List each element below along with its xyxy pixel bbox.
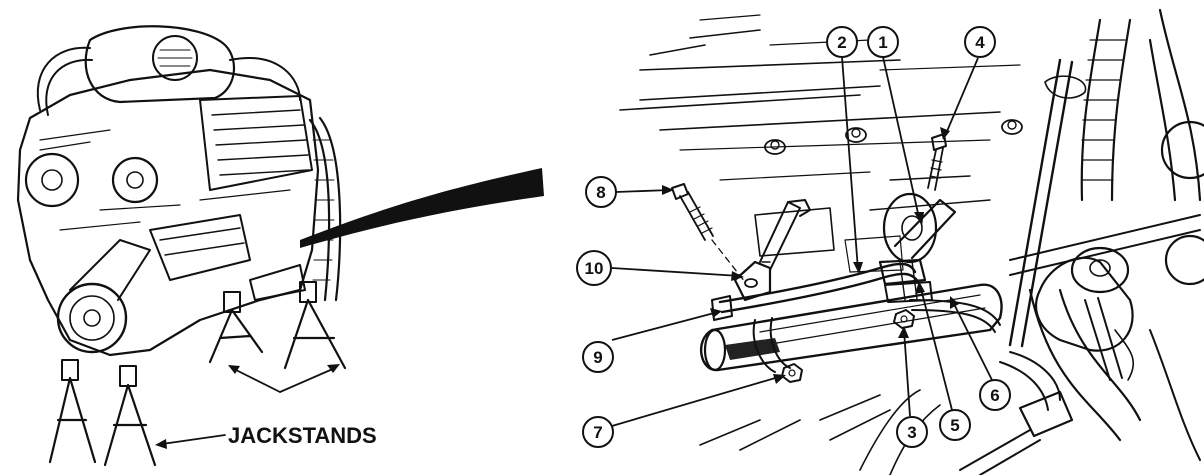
- detail-pointer-wedge: [300, 168, 544, 248]
- callout-3-label: 3: [907, 423, 916, 442]
- clamp-item-1: [882, 192, 957, 264]
- panel-bolt-3: [1001, 119, 1023, 135]
- callout-2-label: 2: [837, 33, 846, 52]
- engine-overview: JACKSTANDS: [16, 25, 377, 467]
- callout-8: 8: [585, 176, 617, 208]
- callout-1: 1: [867, 26, 899, 58]
- callout-4-label: 4: [975, 33, 985, 52]
- jackstand-rear-right: [283, 281, 347, 370]
- callout-5-label: 5: [950, 416, 959, 435]
- panel-bolt-2: [845, 127, 867, 143]
- jackstand-front-left: [48, 359, 97, 464]
- callout-7: 7: [582, 416, 614, 448]
- callout-2: 2: [826, 26, 858, 58]
- callout-6: 6: [979, 379, 1011, 411]
- jackstands-label: JACKSTANDS: [228, 423, 377, 448]
- jackstand-front-right: [103, 365, 157, 467]
- leader-arrowheads: [662, 127, 959, 384]
- callout-9: 9: [582, 341, 614, 373]
- bolt-item-4: [927, 133, 947, 191]
- panel-bolt-1: [764, 139, 786, 155]
- callout-6-label: 6: [990, 386, 999, 405]
- callout-5: 5: [939, 409, 971, 441]
- callout-9-label: 9: [593, 348, 602, 367]
- callout-4: 4: [964, 26, 996, 58]
- detail-view: 1 2 3 4 5 6 7 8: [576, 8, 1204, 475]
- callout-3: 3: [896, 416, 928, 448]
- callout-1-label: 1: [878, 33, 887, 52]
- callout-10: 10: [576, 250, 612, 286]
- nut-item-3: [893, 309, 915, 329]
- callout-10-label: 10: [585, 259, 604, 278]
- bolt-item-8: [671, 183, 746, 283]
- nut-item-7: [781, 363, 803, 383]
- jackstand-rear-left: [208, 291, 264, 364]
- callout-7-label: 7: [593, 423, 602, 442]
- jackstands-leader-arrows: [155, 364, 340, 449]
- leader-lines: [611, 56, 993, 427]
- callout-8-label: 8: [596, 183, 605, 202]
